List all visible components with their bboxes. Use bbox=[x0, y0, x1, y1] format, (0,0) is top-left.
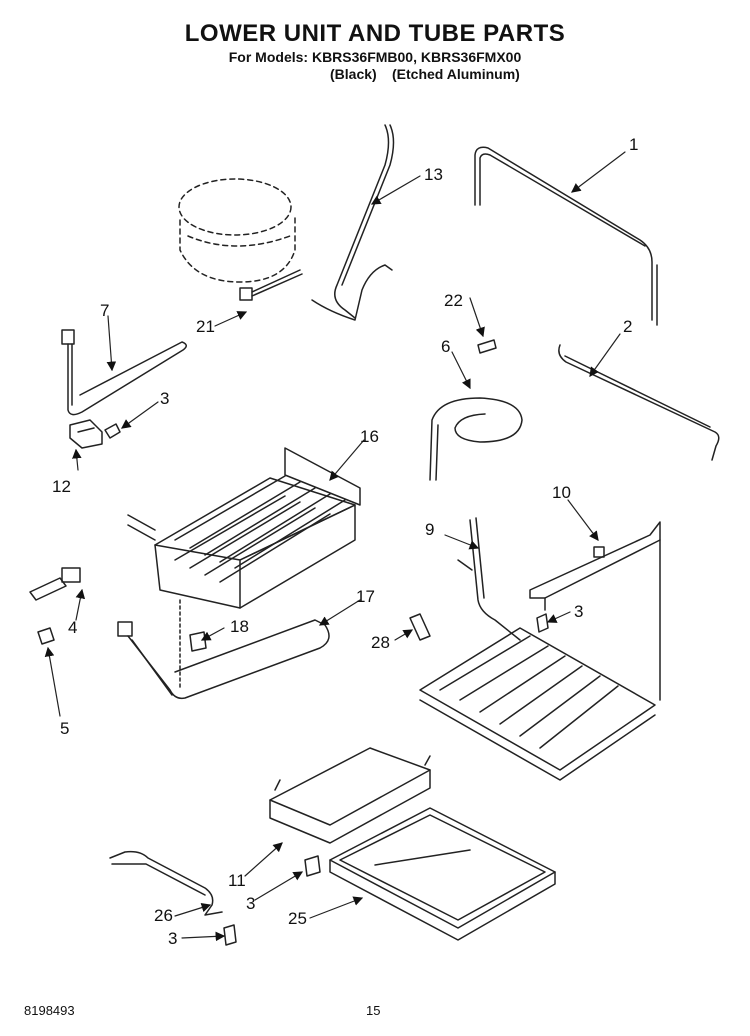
compressor-outline bbox=[178, 178, 296, 283]
callout-4: 4 bbox=[68, 618, 77, 637]
callout-17: 17 bbox=[356, 587, 375, 606]
callout-22: 22 bbox=[444, 291, 463, 310]
part-4-connector bbox=[29, 567, 81, 601]
callout-13: 13 bbox=[424, 165, 443, 184]
part-9-condenser bbox=[419, 517, 656, 781]
part-7-heater bbox=[61, 329, 187, 416]
callout-11: 11 bbox=[228, 871, 246, 890]
part-21-harness bbox=[239, 269, 303, 301]
screw-3b bbox=[536, 613, 549, 633]
callout-25: 25 bbox=[288, 909, 307, 928]
page-number: 15 bbox=[366, 1003, 381, 1018]
callout-7: 7 bbox=[100, 301, 109, 320]
part-6-coil bbox=[429, 397, 523, 481]
part-16-evaporator bbox=[127, 447, 361, 691]
doc-number: 8198493 bbox=[24, 1003, 75, 1018]
callout-28: 28 bbox=[371, 633, 390, 652]
models-line: For Models: KBRS36FMB00, KBRS36FMX00 bbox=[228, 49, 522, 65]
callout-21: 21 bbox=[196, 317, 215, 336]
callout-18: 18 bbox=[230, 617, 249, 636]
callout-9: 9 bbox=[425, 520, 434, 539]
part-18-clip bbox=[189, 631, 207, 652]
callout-5: 5 bbox=[60, 719, 69, 738]
part-22-clip bbox=[477, 339, 497, 354]
callout-3a: 3 bbox=[160, 389, 169, 408]
callout-12: 12 bbox=[52, 477, 71, 496]
callout-3b: 3 bbox=[574, 602, 583, 621]
screw-3d bbox=[223, 924, 237, 946]
part-5-clip bbox=[37, 627, 55, 645]
callout-3d: 3 bbox=[168, 929, 177, 948]
part-25-pan bbox=[329, 807, 556, 941]
callout-10: 10 bbox=[552, 483, 571, 502]
part-26-tube bbox=[109, 850, 223, 916]
screw-3a bbox=[104, 423, 121, 439]
callout-16: 16 bbox=[360, 427, 379, 446]
part-11-bracket bbox=[269, 747, 431, 844]
part-28-pin bbox=[409, 613, 431, 641]
part-1-tube bbox=[474, 146, 658, 326]
part-17-drain-heater bbox=[117, 619, 330, 700]
callout-numbers: 1 2 3 3 3 3 4 5 6 7 9 10 11 12 13 16 17 … bbox=[52, 135, 638, 948]
page-title: LOWER UNIT AND TUBE PARTS bbox=[184, 20, 566, 47]
variant-black: (Black) bbox=[330, 66, 377, 82]
callout-6: 6 bbox=[441, 337, 450, 356]
callout-3c: 3 bbox=[246, 894, 255, 913]
callout-1: 1 bbox=[629, 135, 638, 154]
leader-lines bbox=[44, 151, 626, 942]
callout-2: 2 bbox=[623, 317, 632, 336]
part-10-bracket bbox=[529, 521, 661, 701]
part-2-tube bbox=[558, 344, 720, 461]
variant-aluminum: (Etched Aluminum) bbox=[392, 66, 520, 82]
part-12-bracket bbox=[69, 419, 103, 449]
callout-26: 26 bbox=[154, 906, 173, 925]
screw-3c bbox=[304, 855, 321, 877]
part-13-tube bbox=[311, 124, 395, 321]
